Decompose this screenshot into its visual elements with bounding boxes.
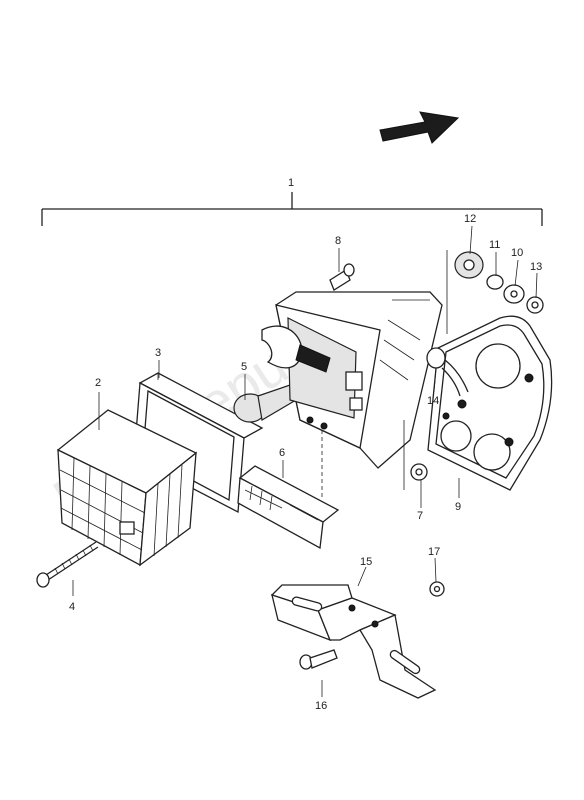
callout-9: 9 <box>455 501 461 513</box>
nut-part-13 <box>526 296 544 314</box>
grommet-part <box>426 347 469 397</box>
callout-10: 10 <box>511 247 523 259</box>
callout-12: 12 <box>464 213 476 225</box>
callout-1: 1 <box>288 177 294 189</box>
callout-5: 5 <box>241 361 247 373</box>
leader-lines <box>72 225 538 697</box>
assembly-bracket <box>41 192 543 226</box>
callout-8: 8 <box>335 235 341 247</box>
small-screw-part-8 <box>329 263 355 291</box>
callout-11: 11 <box>489 239 500 251</box>
callout-7: 7 <box>417 510 423 522</box>
lens-part <box>56 409 198 567</box>
screw-part-16 <box>299 649 338 670</box>
callout-13: 13 <box>530 261 542 273</box>
callout-2: 2 <box>95 377 101 389</box>
gasket-part <box>133 372 264 514</box>
spacer-part-11 <box>486 274 504 290</box>
bulb-part <box>233 384 297 423</box>
nut-part-17 <box>429 581 445 597</box>
callout-4: 4 <box>69 601 75 613</box>
long-screw-part <box>36 541 99 588</box>
flange-nut-part-12 <box>454 251 484 279</box>
reflector-part <box>237 465 340 550</box>
washer-part-10 <box>503 284 525 304</box>
callout-14: 14 <box>427 395 439 407</box>
callout-labels: 1 2 3 4 5 6 7 8 9 10 11 12 13 14 15 16 1… <box>69 177 542 712</box>
mounting-bracket-part <box>270 584 437 699</box>
base-plate-part <box>427 315 553 491</box>
callout-17: 17 <box>428 546 440 558</box>
callout-15: 15 <box>360 556 372 568</box>
front-direction-arrow-icon <box>379 111 460 144</box>
callout-3: 3 <box>155 347 161 359</box>
nut-part-7 <box>410 463 428 481</box>
lamp-housing <box>261 291 443 469</box>
callout-16: 16 <box>315 700 327 712</box>
callout-6: 6 <box>279 447 285 459</box>
